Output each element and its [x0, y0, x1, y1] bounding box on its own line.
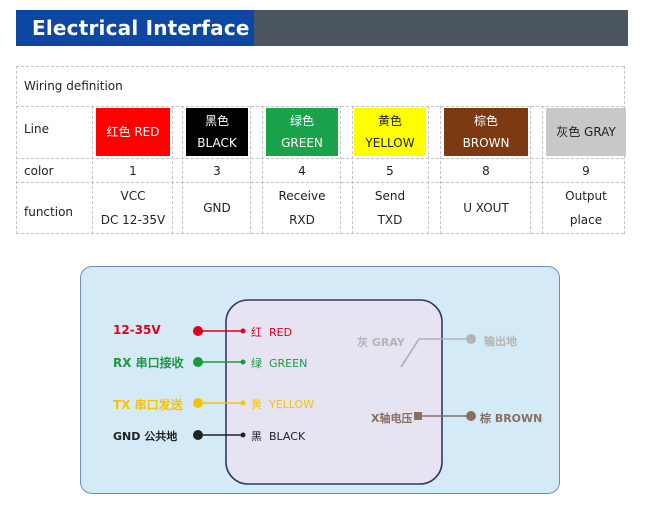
table-rule [182, 106, 183, 234]
table-rule [16, 66, 17, 234]
row-label-color: color [24, 164, 54, 178]
table-rule [542, 106, 543, 234]
gray-switch-arm [400, 338, 420, 368]
pin-label-en: RED [269, 326, 293, 339]
header-banner-bar [254, 10, 628, 46]
diagram-graphics [193, 299, 476, 485]
function-cell: Send TXD [354, 184, 426, 232]
table-rule [16, 182, 624, 183]
function-line: place [569, 213, 603, 227]
table-rule [530, 106, 531, 234]
pin-green [240, 359, 246, 365]
function-line: RXD [289, 213, 315, 227]
function-line: GND [203, 201, 231, 215]
pin-label-x-voltage: X轴电压 [371, 412, 413, 425]
function-line: Receive [278, 189, 326, 203]
function-cell: U XOUT [444, 184, 528, 232]
swatch-label-en: BLACK [197, 136, 237, 150]
pin-label-yellow: 黄 YELLOW [251, 396, 314, 412]
swatch-brown: 棕色 BROWN [444, 108, 528, 156]
pin-label-en: BLACK [269, 430, 306, 443]
terminal-yellow [193, 398, 203, 408]
table-rule [92, 106, 93, 234]
terminal-brown [466, 411, 476, 421]
terminal-black [193, 430, 203, 440]
swatch-label: 黄色 [377, 114, 402, 128]
pin-label-cn: 黄 [251, 398, 262, 411]
pin-label-gray: 灰 GRAY [357, 336, 405, 349]
color-number: 1 [129, 163, 137, 178]
table-rule [16, 158, 624, 159]
swatch-label-en: YELLOW [365, 136, 415, 150]
label-rx: RX 串口接收 [113, 356, 184, 370]
pin-label-cn: 黑 [251, 430, 262, 443]
color-number: 9 [582, 163, 590, 178]
pin-label-cn: 红 [251, 326, 262, 339]
page-title: Electrical Interface [32, 16, 250, 40]
table-title: Wiring definition [24, 79, 123, 93]
table-rule [352, 106, 353, 234]
table-rule [340, 106, 341, 234]
function-line: VCC [120, 189, 146, 203]
swatch-red: 红色 RED [96, 108, 170, 156]
function-line: Output [565, 189, 607, 203]
swatch-label: 绿色 [289, 114, 314, 128]
swatch-black: 黑色 BLACK [186, 108, 248, 156]
table-rule [16, 233, 624, 234]
table-rule [440, 106, 441, 234]
table-rule [16, 106, 624, 107]
pin-brown [414, 412, 422, 420]
table-rule [16, 66, 624, 67]
swatch-label: 棕色 [473, 114, 498, 128]
label-output-ground: 输出地 [484, 335, 517, 348]
swatch-green: 绿色 GREEN [266, 108, 338, 156]
function-cell: VCC DC 12-35V [92, 184, 174, 232]
table-rule [250, 106, 251, 234]
table-rule [428, 106, 429, 234]
table-rule [172, 106, 173, 234]
table-rule [262, 106, 263, 234]
pin-label-cn: 绿 [251, 357, 262, 370]
color-number: 4 [298, 163, 306, 178]
pin-label-red: 红 RED [251, 324, 292, 340]
function-cell: Output place [546, 184, 626, 232]
pin-yellow [240, 400, 246, 406]
swatch-label: 灰色 GRAY [556, 125, 616, 139]
swatch-yellow: 黄色 YELLOW [354, 108, 426, 156]
sensor-body [225, 299, 443, 485]
function-cell: Receive RXD [266, 184, 338, 232]
row-label-function: function [24, 205, 74, 219]
function-cell: GND [186, 184, 248, 232]
swatch-label: 黑色 [204, 114, 229, 128]
pin-label-en: GREEN [269, 357, 308, 370]
pin-black [240, 432, 246, 438]
label-tx: TX 串口发送 [113, 398, 183, 412]
function-line: TXD [377, 213, 403, 227]
pin-label-en: YELLOW [269, 398, 315, 411]
pin-red [240, 328, 246, 334]
wiring-diagram: 12-35V RX 串口接收 TX 串口发送 GND 公共地 红 RED 绿 G… [80, 266, 560, 494]
swatch-label-en: BROWN [462, 136, 510, 150]
function-line: DC 12-35V [100, 213, 166, 227]
color-number: 3 [213, 163, 221, 178]
function-line: U XOUT [463, 201, 509, 215]
label-power: 12-35V [113, 323, 161, 337]
terminal-red [193, 326, 203, 336]
pin-label-black: 黑 BLACK [251, 428, 305, 444]
wiring-table: Wiring definition Line color function 红色… [16, 66, 640, 234]
color-number: 5 [386, 163, 394, 178]
label-brown: 棕 BROWN [480, 412, 543, 425]
swatch-gray: 灰色 GRAY [546, 108, 626, 156]
terminal-green [193, 357, 203, 367]
terminal-gray [466, 334, 476, 344]
function-line: Send [374, 189, 406, 203]
swatch-label-en: GREEN [281, 136, 323, 150]
swatch-label: 红色 RED [106, 125, 160, 139]
label-gnd: GND 公共地 [113, 430, 178, 443]
header-banner-accent [16, 10, 254, 46]
pin-label-green: 绿 GREEN [251, 355, 307, 371]
color-number: 8 [482, 163, 490, 178]
row-label-line: Line [24, 122, 50, 136]
